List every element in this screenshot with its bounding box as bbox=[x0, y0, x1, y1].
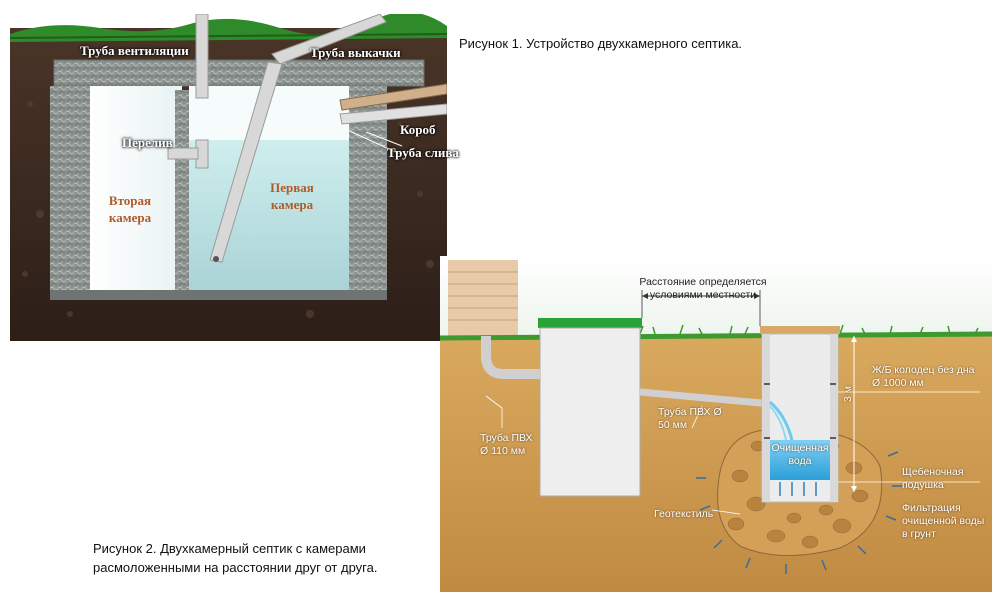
top-slab bbox=[54, 60, 424, 86]
label-vent-pipe: Труба вентиляции bbox=[80, 43, 189, 59]
bottom-slab bbox=[50, 290, 387, 300]
partition-wall bbox=[175, 90, 189, 292]
label-distance: Расстояние определяется условиями местно… bbox=[618, 276, 788, 302]
label-depth: 3 м bbox=[842, 386, 855, 402]
figure-2-caption-line-2: расмоложенными на расстоянии друг от дру… bbox=[93, 558, 377, 577]
figure-2-caption-line-1: Рисунок 2. Двухкамерный септик с камерам… bbox=[93, 539, 377, 558]
figure-2-caption: Рисунок 2. Двухкамерный септик с камерам… bbox=[93, 539, 377, 577]
label-second-chamber: Вторая камера bbox=[96, 192, 164, 226]
label-drain-pipe: Труба слива bbox=[387, 145, 459, 161]
first-tank bbox=[540, 328, 640, 496]
label-first-chamber: Первая камера bbox=[258, 179, 326, 213]
label-clean-water: Очищенная вода bbox=[770, 442, 830, 468]
vent-pipe bbox=[196, 14, 208, 98]
left-wall bbox=[50, 86, 90, 292]
first-chamber-water bbox=[189, 140, 349, 292]
label-gravel: Щебеночная подушка bbox=[902, 466, 988, 492]
label-pipe-50: Труба ПВХ Ø 50 мм bbox=[658, 406, 722, 432]
label-filtration: Фильтрация очищенной воды в грунт bbox=[902, 502, 988, 541]
second-chamber bbox=[90, 86, 182, 292]
label-box: Короб bbox=[400, 122, 436, 138]
label-well: Ж/Б колодец без дна Ø 1000 мм bbox=[872, 364, 984, 390]
tank-lid bbox=[538, 318, 642, 328]
label-overflow: Перелив bbox=[122, 135, 173, 151]
label-geotextile: Геотекстиль bbox=[654, 508, 713, 521]
figure-2-separate-chambers: Расстояние определяется условиями местно… bbox=[440, 256, 992, 592]
figure-1-caption: Рисунок 1. Устройство двухкамерного септ… bbox=[459, 36, 742, 51]
label-pump-pipe: Труба выкачки bbox=[310, 45, 401, 61]
house-wall bbox=[448, 260, 518, 336]
label-pipe-110: Труба ПВХ Ø 110 мм bbox=[480, 432, 536, 458]
figure-1-illustration bbox=[10, 14, 447, 341]
figure-1-septic-cross-section: Труба вентиляции Труба выкачки Перелив К… bbox=[10, 14, 447, 341]
